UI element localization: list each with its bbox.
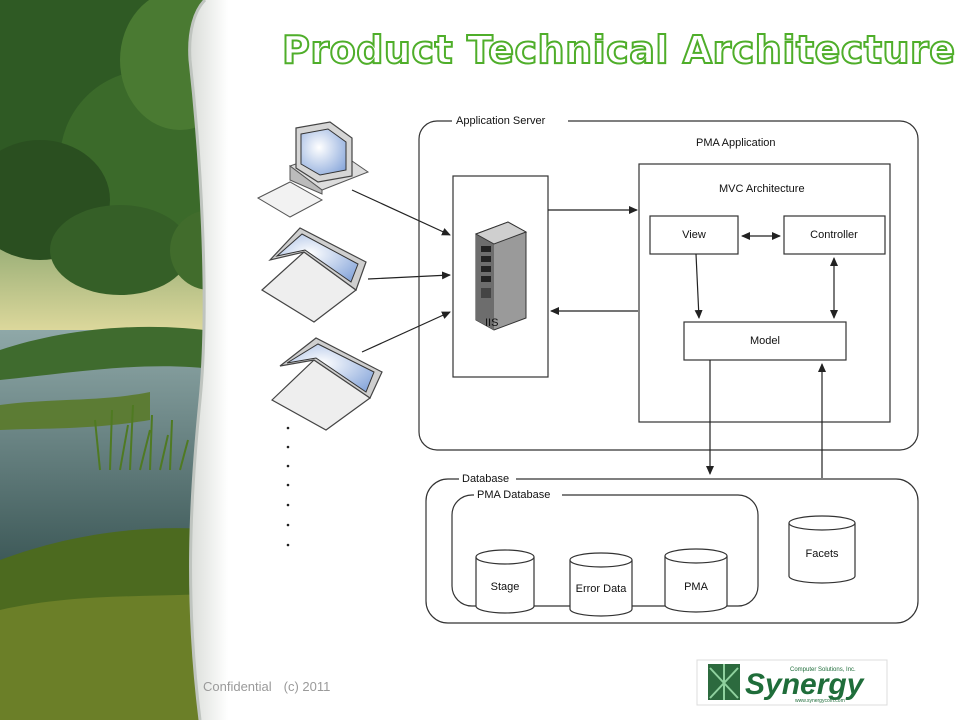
copyright-text: (c) 2011 xyxy=(283,679,331,694)
model-box xyxy=(683,321,847,361)
pma-application-label: PMA Application xyxy=(696,137,776,149)
confidential-text: Confidential xyxy=(203,679,272,694)
pma-database-label: PMA Database xyxy=(477,489,550,501)
mvc-architecture-label: MVC Architecture xyxy=(719,183,805,195)
laptop-icon xyxy=(261,227,367,323)
controller-label: Controller xyxy=(810,229,858,241)
facets-label: Facets xyxy=(805,548,839,560)
model-label: Model xyxy=(750,335,780,347)
stage-cylinder xyxy=(475,549,535,614)
stage-label: Stage xyxy=(491,581,520,593)
error-data-label: Error Data xyxy=(576,583,628,595)
slide-footer: Confidential (c) 2011 xyxy=(203,679,330,694)
logo-wordmark: Synergy xyxy=(745,668,865,701)
server-icon xyxy=(474,221,528,331)
error-data-cylinder xyxy=(569,552,633,617)
facets-cylinder xyxy=(788,515,856,584)
desktop-computer-icon xyxy=(256,121,370,218)
logo-url: www.synergycom.com xyxy=(795,698,845,704)
pma-cylinder xyxy=(664,548,728,613)
laptop-icon xyxy=(270,337,383,431)
iis-label: IIS xyxy=(485,317,498,329)
client-arrows xyxy=(351,189,451,353)
controller-box xyxy=(783,215,886,255)
pma-label: PMA xyxy=(684,581,709,593)
logo-tagline: Computer Solutions, Inc. xyxy=(790,667,856,673)
database-label: Database xyxy=(462,473,509,485)
mvc-architecture-box xyxy=(638,163,891,423)
view-box xyxy=(649,215,739,255)
view-label: View xyxy=(682,229,706,241)
slide-title: Product Technical Architecture xyxy=(281,27,956,73)
database-box xyxy=(425,478,919,624)
synergy-logo: Computer Solutions, Inc. Synergy www.syn… xyxy=(696,659,888,706)
more-clients-ellipsis xyxy=(286,426,290,547)
application-server-label: Application Server xyxy=(456,115,546,127)
mvc-arrows xyxy=(694,232,838,319)
application-server-box xyxy=(418,120,919,451)
